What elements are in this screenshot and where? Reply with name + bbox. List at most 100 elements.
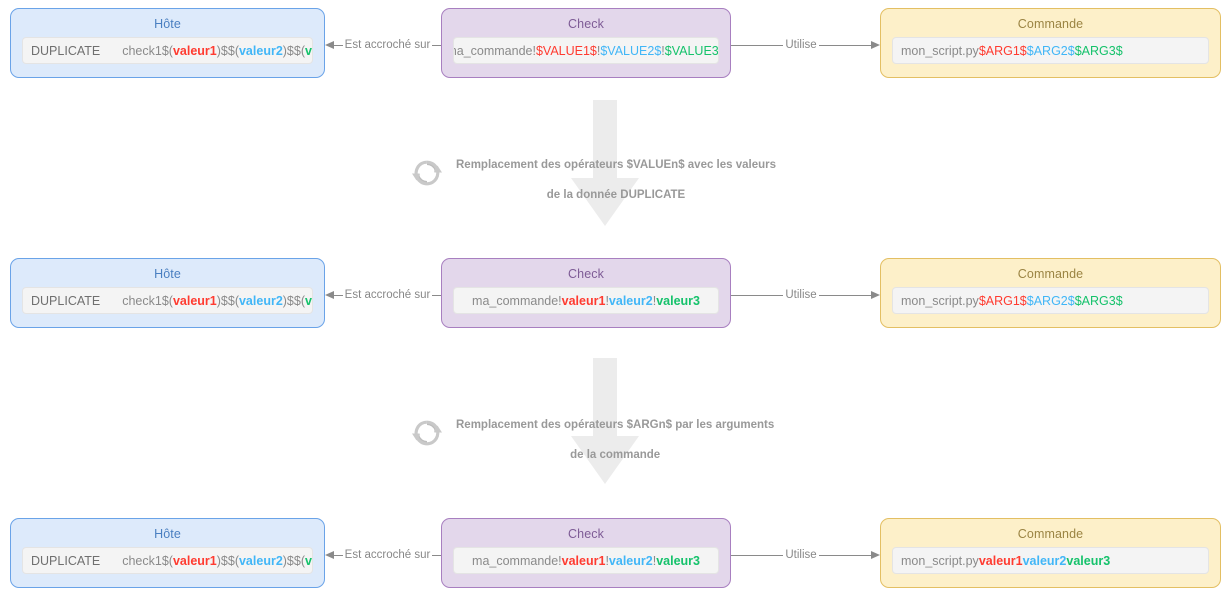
token: valeur3 <box>305 43 312 58</box>
connector-line <box>731 294 784 296</box>
token: )$$( <box>216 43 239 58</box>
check-node-row3[interactable]: Check ma_commande!valeur1!valeur2!valeur… <box>441 518 731 588</box>
check-title: Check <box>568 527 604 541</box>
token: valeur1 <box>172 553 217 568</box>
host-node-row1[interactable]: Hôte DUPLICATE check1$(valeur1)$$(valeur… <box>10 8 325 78</box>
host-macro-expression: check1$(valeur1)$$(valeur2)$$(valeur3)$ <box>122 43 312 58</box>
check-command-value: ma_commande!valeur1!valeur2!valeur3 <box>453 547 719 574</box>
token: mon_script.py <box>901 553 979 568</box>
connector-line <box>818 44 871 46</box>
check-command-value: ma_commande!valeur1!valeur2!valeur3 <box>453 287 719 314</box>
token: ! <box>652 293 657 308</box>
token: ! <box>605 293 609 308</box>
host-macro-expression: check1$(valeur1)$$(valeur2)$$(valeur3)$ <box>122 553 312 568</box>
connector-line <box>432 294 441 296</box>
host-node-row2[interactable]: Hôte DUPLICATE check1$(valeur1)$$(valeur… <box>10 258 325 328</box>
token: $ARG2$ <box>1026 293 1075 308</box>
token: ! <box>605 553 609 568</box>
token: $VALUE3$ <box>664 43 719 58</box>
token: valeur3 <box>305 553 312 568</box>
connector-uses-label: Utilise <box>785 549 817 561</box>
transition-note-1: Remplacement des opérateurs $VALUEn$ ave… <box>410 143 776 203</box>
transition-note-text-2: Remplacement des opérateurs $ARGn$ par l… <box>456 403 774 463</box>
arrow-left-icon <box>325 41 334 49</box>
token: valeur1 <box>172 43 217 58</box>
connector-attached-row1: Est accroché sur <box>325 34 441 56</box>
token: valeur1 <box>561 553 606 568</box>
host-node-row3[interactable]: Hôte DUPLICATE check1$(valeur1)$$(valeur… <box>10 518 325 588</box>
note-line-2: de la donnée DUPLICATE <box>546 189 686 201</box>
commande-node-row2[interactable]: Commande mon_script.py $ARG1$ $ARG2$ $AR… <box>880 258 1221 328</box>
check-title: Check <box>568 17 604 31</box>
check-node-row2[interactable]: Check ma_commande!valeur1!valeur2!valeur… <box>441 258 731 328</box>
refresh-icon <box>410 416 444 450</box>
connector-line <box>432 44 441 46</box>
commande-node-row3[interactable]: Commande mon_script.py valeur1 valeur2 v… <box>880 518 1221 588</box>
arrow-left-icon <box>325 551 334 559</box>
arrow-right-icon <box>871 41 880 49</box>
host-macro-key: DUPLICATE <box>31 553 101 568</box>
host-macro-value: DUPLICATE check1$(valeur1)$$(valeur2)$$(… <box>22 287 313 314</box>
token: $ARG1$ <box>978 43 1027 58</box>
connector-uses-label: Utilise <box>785 289 817 301</box>
token: valeur1 <box>172 293 217 308</box>
host-macro-key: DUPLICATE <box>31 293 101 308</box>
commande-title: Commande <box>1017 527 1084 541</box>
connector-line <box>334 294 343 296</box>
token: $ARG1$ <box>978 293 1027 308</box>
arrow-right-icon <box>871 291 880 299</box>
token: ! <box>652 553 657 568</box>
arrow-right-icon <box>871 551 880 559</box>
token: $ARG3$ <box>1074 43 1123 58</box>
check-command-value: ma_commande!$VALUE1$!$VALUE2$!$VALUE3$ <box>453 37 719 64</box>
host-title: Hôte <box>154 17 181 31</box>
refresh-icon <box>410 156 444 190</box>
connector-attached-label: Est accroché sur <box>344 39 431 51</box>
token: check1$( <box>122 43 173 58</box>
host-title: Hôte <box>154 527 181 541</box>
token: valeur2 <box>238 293 283 308</box>
note-line-1: Remplacement des opérateurs $ARGn$ par l… <box>456 419 775 431</box>
token: valeur3 <box>305 293 312 308</box>
token: check1$( <box>122 293 173 308</box>
host-macro-expression: check1$(valeur1)$$(valeur2)$$(valeur3)$ <box>122 293 312 308</box>
arrow-left-icon <box>325 291 334 299</box>
token: ! <box>596 43 601 58</box>
transition-note-2: Remplacement des opérateurs $ARGn$ par l… <box>410 403 774 463</box>
connector-line <box>818 294 871 296</box>
token: ma_commande! <box>453 43 536 58</box>
token: ma_commande! <box>472 553 562 568</box>
token: $VALUE1$ <box>535 43 597 58</box>
token: )$$( <box>282 293 305 308</box>
connector-uses-row3: Utilise <box>731 544 880 566</box>
connector-line <box>731 44 784 46</box>
connector-line <box>334 44 343 46</box>
token: ! <box>661 43 665 58</box>
token: $ARG3$ <box>1074 293 1123 308</box>
connector-uses-row2: Utilise <box>731 284 880 306</box>
transition-note-text-1: Remplacement des opérateurs $VALUEn$ ave… <box>456 143 776 203</box>
token: valeur2 <box>608 553 653 568</box>
token: check1$( <box>122 553 173 568</box>
down-block-arrow-icon-1 <box>568 100 642 230</box>
token: valeur3 <box>1066 553 1111 568</box>
connector-attached-row3: Est accroché sur <box>325 544 441 566</box>
connector-attached-label: Est accroché sur <box>344 289 431 301</box>
commande-line-value: mon_script.py valeur1 valeur2 valeur3 <box>892 547 1209 574</box>
commande-node-row1[interactable]: Commande mon_script.py $ARG1$ $ARG2$ $AR… <box>880 8 1221 78</box>
token: ma_commande! <box>472 293 562 308</box>
check-title: Check <box>568 267 604 281</box>
token: $ARG2$ <box>1026 43 1075 58</box>
token: valeur1 <box>978 553 1023 568</box>
token: valeur2 <box>238 43 283 58</box>
token: valeur2 <box>238 553 283 568</box>
host-macro-value: DUPLICATE check1$(valeur1)$$(valeur2)$$(… <box>22 37 313 64</box>
token: mon_script.py <box>901 293 979 308</box>
token: )$$( <box>216 293 239 308</box>
connector-line <box>731 554 784 556</box>
note-line-2: de la commande <box>570 449 661 461</box>
host-title: Hôte <box>154 267 181 281</box>
token: )$$( <box>282 43 305 58</box>
check-node-row1[interactable]: Check ma_commande!$VALUE1$!$VALUE2$!$VAL… <box>441 8 731 78</box>
connector-uses-label: Utilise <box>785 39 817 51</box>
